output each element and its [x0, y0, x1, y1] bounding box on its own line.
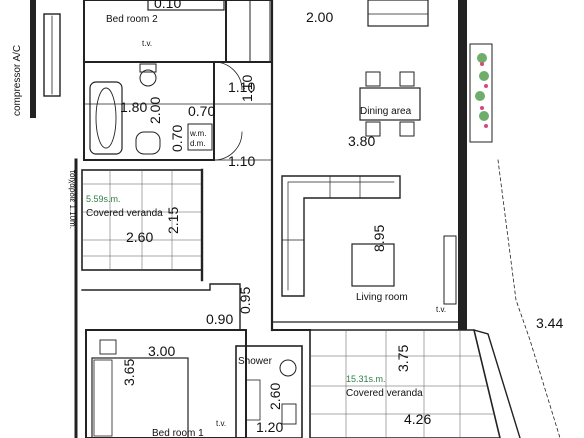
room-label-living: Living room: [356, 292, 408, 303]
coffee-table: [351, 243, 395, 287]
dining-window: [469, 43, 493, 143]
dining-table: [359, 87, 421, 121]
sofa: [281, 175, 401, 297]
dim-375: 3.75: [395, 345, 411, 372]
dim-bed2-top: 0.10: [154, 0, 181, 11]
room-label-dining: Dining area: [360, 106, 412, 117]
basin: [135, 131, 161, 155]
dim-110b: 1.10: [228, 153, 255, 169]
dim-110a: 1.10: [228, 79, 255, 95]
dim-215: 2.15: [165, 207, 181, 234]
dim-110c: 1.10: [239, 75, 255, 102]
right-veranda: [309, 329, 501, 438]
right-veranda-name: Covered veranda: [346, 388, 423, 399]
dim-260b: 2.60: [267, 383, 283, 410]
dim-070h: 0.70: [188, 103, 215, 119]
room-label-bedroom1: Bed room 1: [152, 428, 204, 438]
dim-090: 0.90: [206, 311, 233, 327]
wall-note: τοιχαρδιε 1.10m.: [68, 170, 77, 229]
room-label-shower: Shower: [238, 356, 273, 367]
plot-boundary: [497, 159, 561, 438]
dim-095: 0.95: [237, 287, 253, 314]
dim-380: 3.80: [348, 133, 375, 149]
dim-260: 2.60: [126, 229, 153, 245]
dim-895: 8.95: [371, 225, 387, 252]
tv-label-bedroom1: t.v.: [216, 419, 226, 428]
walls: [30, 0, 561, 438]
dim-300: 3.00: [148, 343, 175, 359]
dim-dining-width: 2.00: [306, 9, 333, 25]
shower-room: [235, 345, 303, 438]
toilet: [139, 69, 157, 87]
plant-decoration: [475, 53, 489, 128]
bedroom2-bed: [147, 0, 225, 11]
bedroom1-bed: [91, 357, 189, 438]
left-veranda-name: Covered veranda: [86, 208, 163, 219]
wm-label: w.m.: [189, 129, 206, 138]
bathroom: [83, 61, 215, 161]
dim-180: 1.80: [120, 99, 147, 115]
dim-365: 3.65: [121, 359, 137, 386]
dim-120: 1.20: [256, 419, 283, 435]
sideboard: [367, 0, 429, 27]
compressor-note: compressor A/C: [12, 45, 23, 116]
dim-426: 4.26: [404, 411, 431, 427]
left-veranda-area: 5.59s.m.: [86, 194, 121, 204]
bedroom2-left-wall: [30, 0, 36, 118]
right-veranda-area: 15.31s.m.: [346, 374, 386, 384]
wardrobe-bedroom2: [249, 0, 271, 63]
dim-070v: 0.70: [169, 125, 185, 152]
dim-200: 2.00: [147, 97, 163, 124]
tv-label-bedroom2: t.v.: [142, 39, 152, 48]
dm-label: d.m.: [190, 139, 206, 148]
right-outer-wall: [458, 0, 467, 330]
bathtub: [89, 81, 123, 155]
room-label-bedroom2: Bed room 2: [106, 14, 158, 25]
dim-344: 3.44: [536, 315, 563, 331]
tv-label-living: t.v.: [436, 305, 446, 314]
wm-box: [187, 123, 213, 151]
bedroom2-window: [43, 13, 61, 97]
tv-unit: [443, 235, 457, 305]
